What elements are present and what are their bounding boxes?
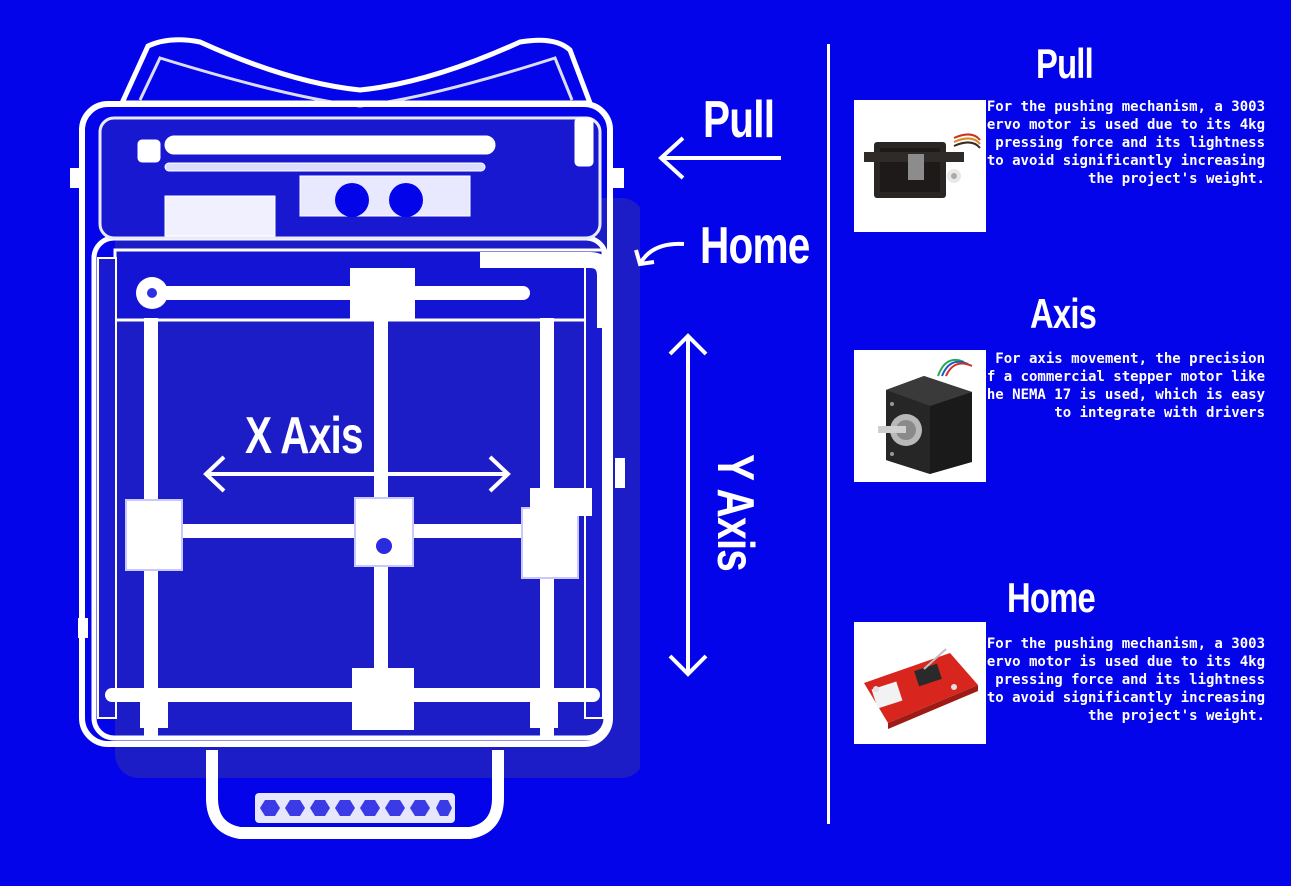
home-section-text: "For the pushing mechanism, a 3003 servo… (978, 636, 1265, 724)
home-callout-label: Home (700, 217, 810, 275)
y-axis-arrow-icon (668, 333, 708, 677)
servo-motor-image (854, 100, 986, 232)
home-arrow-icon (634, 241, 685, 267)
outer-frame (79, 101, 613, 747)
pull-section-text: For the pushing mechanism, a 3003 servo … (978, 99, 1265, 187)
home-section-title: Home (1007, 574, 1096, 621)
bottom-handle (206, 750, 504, 839)
axis-section-text: For axis movement, the precision of a co… (978, 351, 1265, 421)
y-axis-callout-label: Y Axis (706, 454, 764, 572)
stepper-motor-image (854, 350, 986, 482)
top-bracket (118, 37, 594, 106)
pull-mechanism (137, 117, 594, 237)
pull-section-title: Pull (1036, 40, 1094, 87)
xy-machine-illustration (70, 37, 640, 839)
axis-section-title: Axis (1030, 290, 1097, 337)
endstop-switch-image (854, 622, 986, 744)
x-axis-callout-label: X Axis (245, 407, 364, 465)
pull-arrow-icon (658, 136, 781, 180)
vertical-divider (827, 44, 830, 824)
x-axis-arrow-icon (203, 455, 511, 493)
pull-callout-label: Pull (703, 91, 775, 149)
